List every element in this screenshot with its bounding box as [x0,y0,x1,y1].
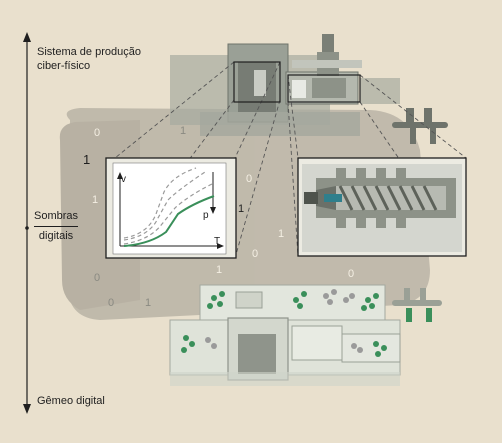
label-top-line1: Sistema de produção [37,46,141,58]
binary-digit: 1 [92,194,99,206]
binary-digit: 1 [180,125,187,137]
label-divider [34,226,78,227]
label-top-line2: ciber-físico [37,60,91,72]
binary-digit: 0 [94,127,101,139]
binary-digit: 1 [83,152,91,167]
binary-digit: 0 [348,268,355,280]
plot-label-p: p [203,210,209,221]
binary-digit: 1 [145,297,152,309]
binary-digit: 0 [252,248,259,260]
plot-label-v: v [121,174,126,185]
pvt-plot-panel [105,157,237,259]
physical-machine [170,34,448,144]
binary-digit: 1 [216,264,223,276]
binary-digit: 0 [94,272,101,284]
screw-detail-panel [297,157,467,257]
label-mid-line2: digitais [38,230,74,242]
plot-label-T: T [214,236,221,247]
vertical-axis-arrow [23,32,31,414]
binary-digit: 1 [278,228,285,240]
zoom-region-right [287,74,361,103]
binary-digit: 1 [238,203,245,215]
zoom-region-left [233,61,281,103]
label-digital-shadows: Sombras digitais [34,209,78,243]
label-digital-twin: Gêmeo digital [37,395,105,407]
label-cyber-physical-system: Sistema de produção ciber-físico [37,45,141,73]
digital-twin-machine [169,284,442,386]
binary-digit: 0 [246,173,253,185]
binary-digit: 0 [108,297,115,309]
label-mid-line1: Sombras [34,210,79,222]
